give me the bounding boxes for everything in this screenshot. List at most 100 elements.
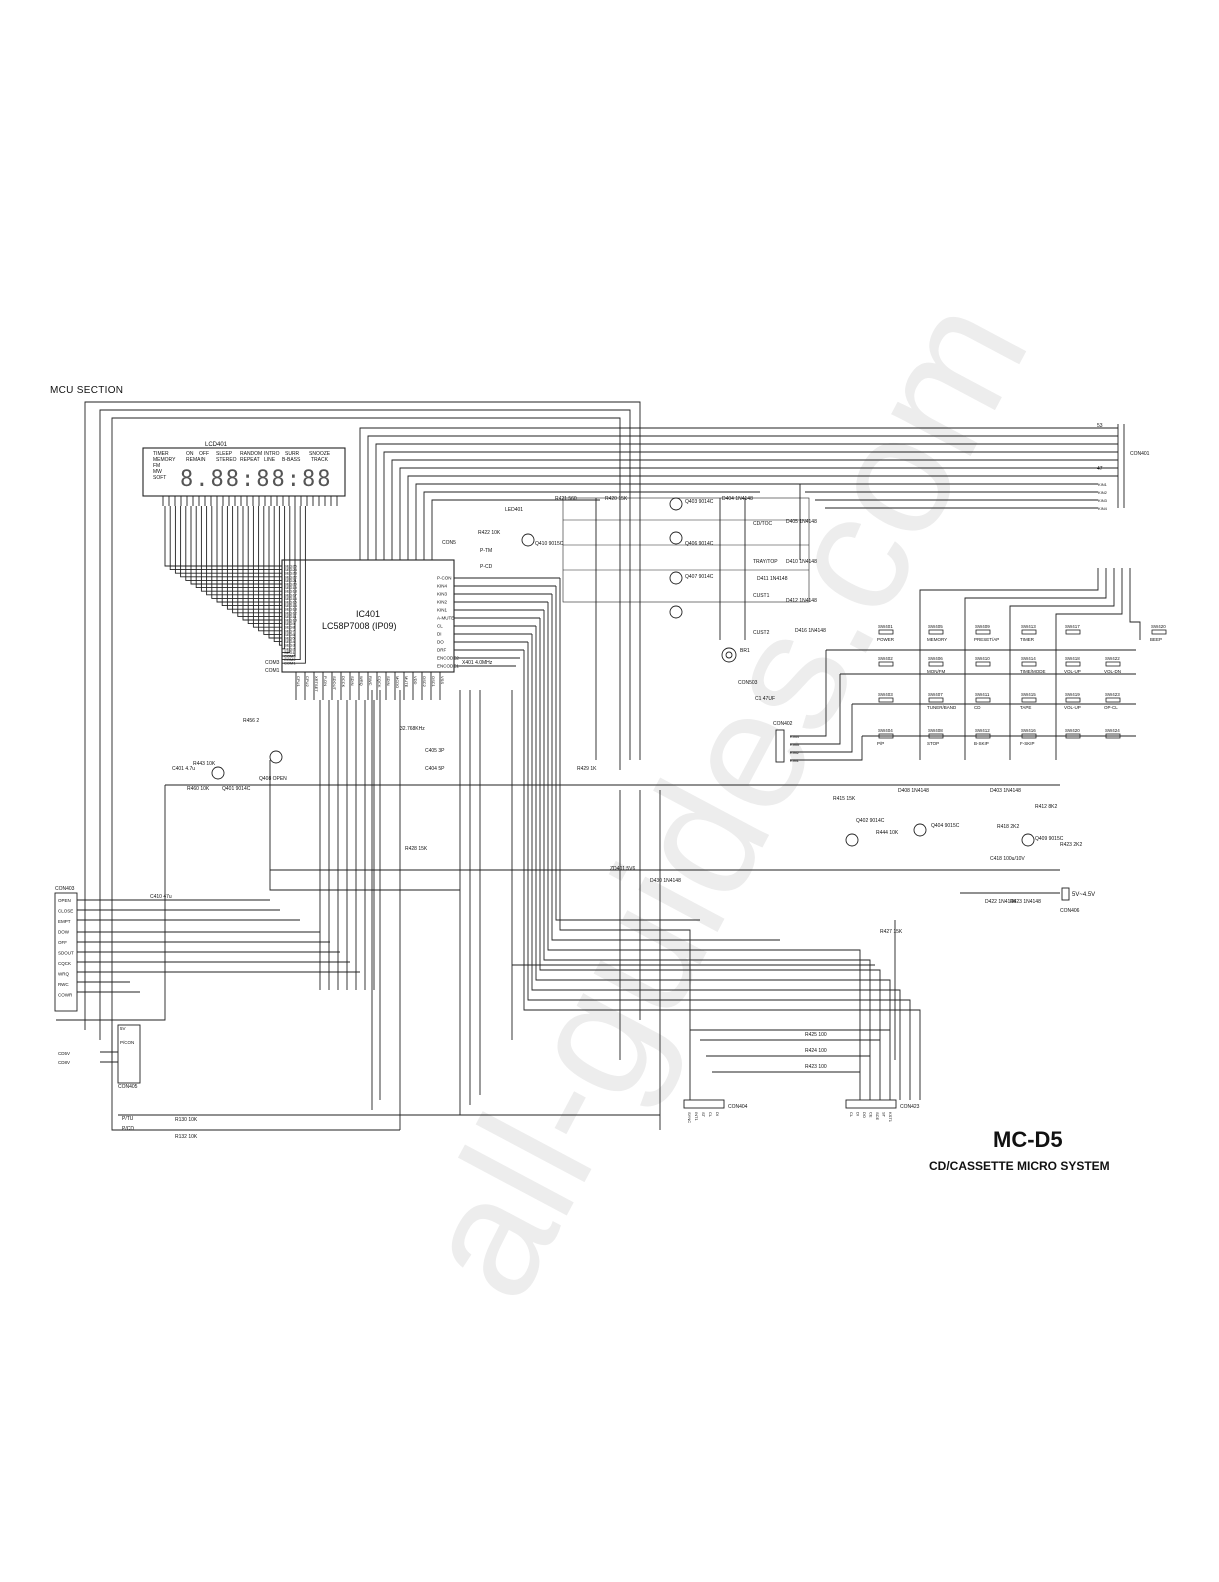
label-Q410: Q410 9015C [535,541,564,547]
label-cust2: CUST2 [753,630,770,636]
con403-pin-0: OPEN [58,898,71,903]
seg-pin-14: SEG11 [284,614,297,619]
seg-pin-7: SEG18 [284,589,298,594]
lcd-digits: 8.88:88:88 [180,467,332,492]
ic-ref-label: IC401 [356,609,380,619]
ic-bottom-pin-2: XRTSET [314,676,319,692]
lcd-indicator-12: INTRO [264,451,280,457]
switch-ref-14: SW411 [975,692,990,697]
ic-bottom-pin-5: DCCK [341,676,346,688]
con404-pin-0: SYNC [687,1112,692,1123]
con403-pin-9: COWR [58,993,73,998]
switch-ref-18: SW404 [878,728,893,733]
switch-ref-23: SW424 [1105,728,1120,733]
con401-kin-1: KIN2 [1098,490,1108,495]
switch-ref-10: SW418 [1065,656,1080,661]
label-q401: Q401 9014C [222,786,251,792]
label-r444: R444 10K [876,830,899,836]
label-c410: C410 47u [150,894,172,900]
seg-pin-5: SEG20 [284,582,298,587]
lcd-indicator-1: MEMORY [153,457,176,463]
switch-label-14: CD [974,705,981,710]
switch-label-0: POWER [877,637,895,642]
switch-13 [928,697,944,703]
label-tray-top: TRAY/TOP [753,559,778,565]
seg-pin-13: SEG12 [284,610,298,615]
switch-ref-19: SW408 [928,728,943,733]
seg-pin-19: SEG6 [284,632,295,637]
ic-bottom-pin-6: SDIN [350,676,355,686]
con423-pin-6: KST1 [888,1112,893,1123]
switch-ref-2: SW409 [975,624,990,629]
label-r427: R427 15K [880,929,903,935]
switch-9 [1021,661,1037,667]
con402-kin-3: KIN1 [790,758,800,763]
switch-ref-22: SW420 [1065,728,1080,733]
con403-pin-7: WRQ [58,972,69,977]
label-r423-b: R423 2K2 [1060,842,1082,848]
lcd-indicator-13: LINE [264,457,276,463]
section-title: MCU SECTION [50,385,124,396]
switch-6 [878,661,894,667]
label-47: 47 [1097,466,1103,472]
label-Q407: Q407 9014C [685,574,714,580]
seg-pin-18: SEG7 [284,628,295,633]
ic-bottom-pin-10: SDIN [386,676,391,686]
seg-pin-0: SEG25 [284,564,298,569]
switch-23 [1105,733,1121,739]
label-con405: CON405 [118,1084,138,1090]
ic-bottom-pin-9: CQCK [377,676,382,688]
lcd-indicator-3: MW [153,469,162,475]
switch-ref-8: SW410 [975,656,990,661]
label-LED401: LED401 [505,507,523,513]
label-r418: R418 2K2 [997,824,1019,830]
lcd-indicator-4: SOFT [153,475,166,481]
switch-label-7: MON/FM [927,669,945,674]
ic-bottom-pin-11: MCDO [395,676,400,688]
seg-pin-6: SEG19 [284,585,298,590]
lcd-indicator-8: SLEEP [216,451,233,457]
label-p-cd-bottom: P/CD [122,1126,134,1132]
switch-8 [975,661,991,667]
label-con404: CON404 [728,1104,748,1110]
label-con406: CON406 [1060,908,1080,914]
switch-19 [928,733,944,739]
con423-pin-1: DI [856,1112,861,1116]
switch-ref-16: SW419 [1065,692,1080,697]
label-con401: CON401 [1130,451,1150,457]
con423-pin-4: SCE [875,1112,880,1121]
switch-3 [1021,629,1037,635]
label-R420: R420 15K [605,496,628,502]
ic-right-pin-2: KIN3 [437,592,448,597]
switch-4 [1065,629,1081,635]
ic-bottom-pin-13: VDD [413,676,418,685]
con403-pin-8: RWC [58,982,69,987]
label-con503: CON503 [738,680,758,686]
switch-21 [1021,733,1037,739]
seg-pin-3: SEG22 [284,574,298,579]
ic-right-pin-11: ENCODE1 [437,664,459,669]
switch-ref-5: SW420 [1151,624,1166,629]
switch-ref-9: SW414 [1021,656,1036,661]
switch-label-19: STOP [927,741,939,746]
seg-pin-15: SEG10 [284,618,298,623]
switch-ref-6: SW402 [878,656,893,661]
label-r460: R460 10K [187,786,210,792]
seg-pin-1: SEG24 [284,567,298,572]
lcd-indicator-11: REPEAT [240,457,260,463]
label-R422: R422 10K [478,530,501,536]
ic-bottom-pin-12: MUTE [404,676,409,688]
label-com3: COM3 [265,660,280,666]
switch-17 [1105,697,1121,703]
switch-ref-4: SW417 [1065,624,1080,629]
con405-pin-2: CD5V [58,1051,70,1056]
switch-label-10: VOL-UP [1064,669,1081,674]
con404-pin-1: INT1 [694,1112,699,1121]
con403-pin-3: DOW [58,930,70,935]
ic-right-pin-10: ENCODE2 [437,656,459,661]
switch-label-2: PRESET/AP [974,637,999,642]
switch-label-21: F-SKIP [1020,741,1035,746]
lcd-indicator-9: STEREO [216,457,237,463]
label-con403: CON403 [55,886,75,892]
lcd-indicator-2: FM [153,463,160,469]
